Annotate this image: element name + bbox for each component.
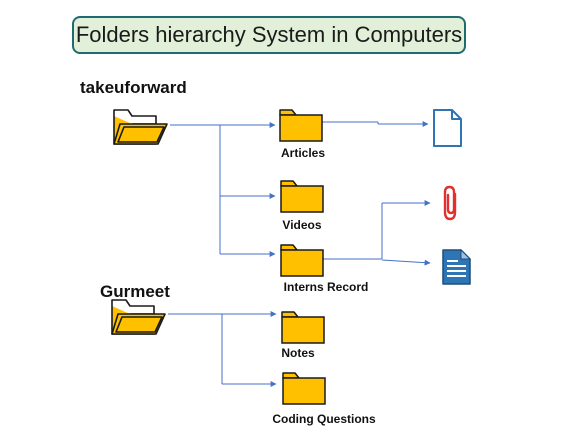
folder-icon[interactable] bbox=[280, 244, 324, 277]
connector-lines-interns-record bbox=[322, 200, 431, 266]
open-folder-icon[interactable] bbox=[111, 299, 166, 335]
folder-label-coding-questions: Coding Questions bbox=[272, 412, 376, 426]
paperclip-icon[interactable] bbox=[443, 185, 457, 221]
folder-icon[interactable] bbox=[279, 109, 323, 142]
folder-icon[interactable] bbox=[282, 372, 326, 405]
text-document-icon[interactable] bbox=[442, 248, 472, 285]
folder-label-articles: Articles bbox=[280, 146, 326, 160]
connector-lines-articles bbox=[322, 121, 429, 127]
diagram-title: Folders hierarchy System in Computers bbox=[72, 16, 466, 54]
document-icon[interactable] bbox=[433, 109, 462, 147]
connector-lines-takeuforward bbox=[170, 122, 276, 257]
root-folder-label-gurmeet: Gurmeet bbox=[100, 282, 170, 301]
connector-lines-gurmeet bbox=[168, 311, 277, 387]
folder-label-notes: Notes bbox=[281, 346, 315, 360]
folder-label-interns-record: Interns Record bbox=[283, 280, 369, 294]
open-folder-icon[interactable] bbox=[113, 109, 168, 145]
folder-icon[interactable] bbox=[281, 311, 325, 344]
root-folder-label-takeuforward: takeuforward bbox=[80, 78, 187, 97]
folder-icon[interactable] bbox=[280, 180, 324, 213]
folder-label-videos: Videos bbox=[282, 218, 322, 232]
